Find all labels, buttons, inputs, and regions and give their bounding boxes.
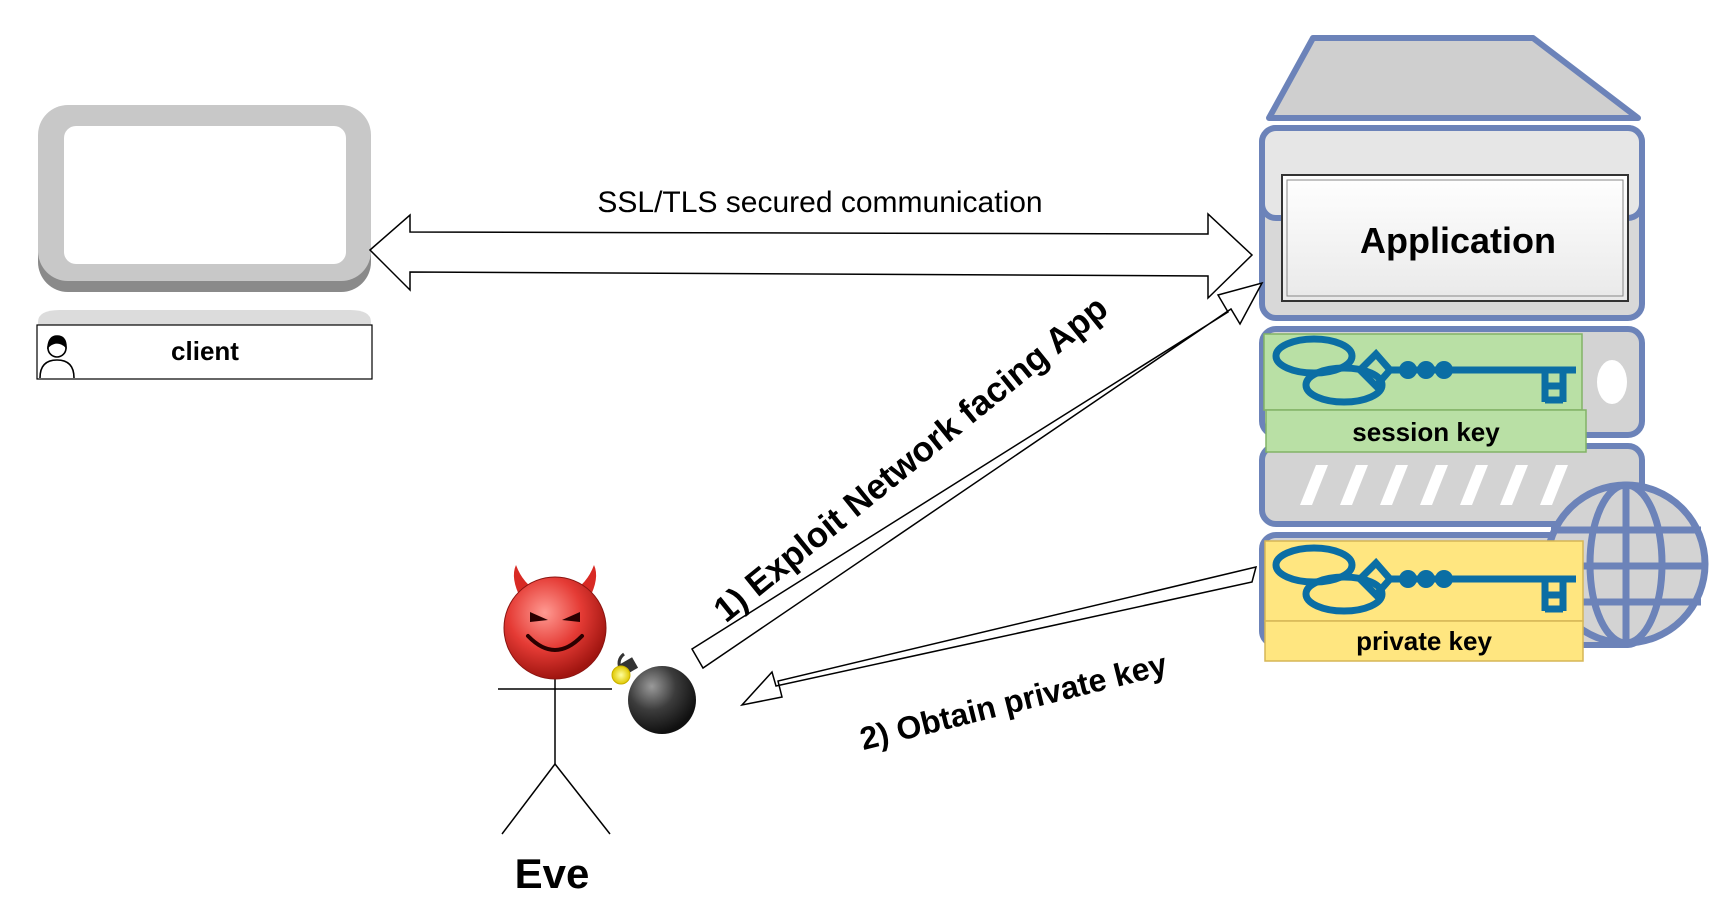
obtain-key-arrow [739,565,1258,707]
bomb-icon [611,652,696,734]
user-icon [39,335,75,379]
client-laptop-icon [38,105,371,330]
private-key-card: private key [1264,540,1584,662]
session-key-label: session key [1352,417,1500,447]
ssl-channel-label: SSL/TLS secured communication [597,186,1042,219]
step-2-label: 2) Obtain private key [856,646,1170,757]
application-label: Application [1360,220,1556,261]
vent-stripes [1300,465,1568,505]
ssl-double-arrow [368,212,1254,300]
attacker-name: Eve [515,850,590,897]
devil-face-icon [503,565,607,680]
step-1-label: 1) Exploit Network facing App [706,288,1115,630]
client-label-box: client [36,324,373,380]
stick-figure-icon [498,675,612,835]
session-key-card: session key [1263,333,1587,453]
client-label: client [171,336,239,366]
private-key-label: private key [1356,626,1492,656]
application-box: Application [1281,174,1629,302]
exploit-arrow [690,281,1264,670]
